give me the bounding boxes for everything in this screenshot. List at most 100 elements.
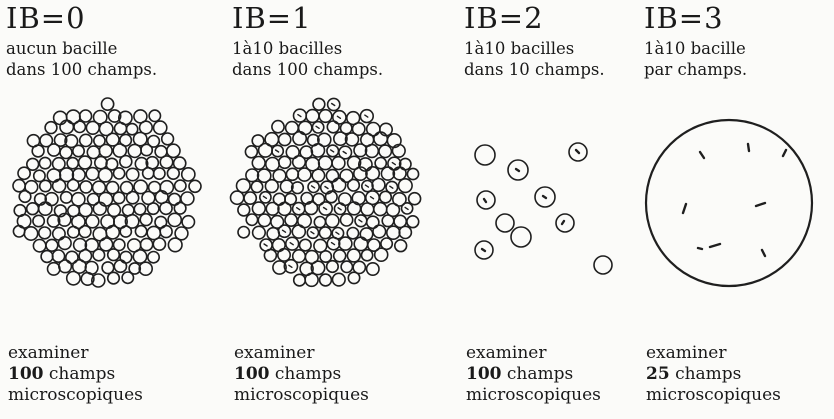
cell (102, 98, 114, 110)
bacillus (710, 244, 720, 247)
cell (362, 250, 373, 261)
cell (122, 272, 133, 283)
cell (80, 181, 92, 193)
cell (134, 204, 145, 215)
dense-cell-cluster-with-bacilli (226, 100, 434, 310)
cell (395, 240, 407, 252)
cell (80, 134, 92, 146)
bacillus (683, 204, 686, 213)
description-line: aucun bacille (6, 38, 157, 59)
cell (475, 145, 495, 165)
cell (41, 251, 53, 263)
cell (139, 262, 152, 275)
cell (265, 180, 278, 193)
cell (327, 121, 339, 133)
cell (375, 158, 386, 169)
cell (24, 227, 37, 240)
cell (306, 110, 319, 123)
instruction-tail: microscopiques (466, 385, 601, 406)
cell (32, 145, 44, 157)
panel-instruction: examiner 100 champs microscopiques (234, 343, 369, 406)
cell (293, 132, 306, 145)
cell (294, 274, 306, 286)
bacillus (762, 250, 765, 256)
bacillus (338, 208, 341, 210)
bacillus (359, 220, 362, 222)
panel-ib2: IB=2 1à10 bacilles dans 10 champs. exami… (458, 0, 666, 419)
bacillus (332, 243, 335, 245)
cell (182, 168, 195, 181)
cell (326, 214, 339, 227)
bacillus (700, 152, 704, 158)
cell (106, 226, 119, 239)
cell (40, 180, 51, 191)
cell (259, 144, 273, 158)
cell (379, 145, 391, 157)
cell (154, 168, 165, 179)
field-unit: champs (275, 364, 341, 384)
bacillus (756, 203, 765, 206)
cell (167, 144, 180, 157)
description-line: dans 10 champs. (464, 59, 605, 80)
cell (160, 156, 172, 168)
bacillus (316, 126, 319, 128)
cell (279, 133, 291, 145)
cell (168, 238, 182, 252)
cell (347, 228, 358, 239)
cell (361, 203, 374, 216)
cell (115, 123, 127, 135)
cell (387, 134, 401, 148)
cell (332, 157, 345, 170)
cell (86, 168, 99, 181)
description-line: dans 100 champs. (232, 59, 383, 80)
bacillus (337, 116, 340, 118)
cell (133, 250, 146, 263)
cell (305, 273, 318, 286)
cell (300, 239, 312, 251)
bacillus (484, 199, 486, 202)
cell (46, 239, 58, 251)
cell (238, 204, 250, 216)
cell (140, 214, 152, 226)
cell (154, 121, 167, 134)
cell (251, 181, 262, 192)
cell (168, 213, 181, 226)
cell (148, 252, 159, 263)
cell (59, 237, 72, 250)
cell (252, 202, 265, 215)
cell (48, 263, 60, 275)
cell (127, 192, 139, 204)
cell (556, 214, 574, 232)
cell (99, 192, 113, 206)
cell (267, 228, 279, 240)
cell (305, 202, 318, 215)
cell (327, 261, 339, 273)
cell (114, 260, 126, 272)
cell (319, 156, 332, 169)
bacillus (298, 115, 301, 117)
cell (279, 156, 291, 168)
panel-description: 1à10 bacille par champs. (644, 38, 747, 80)
cell (39, 157, 50, 168)
cell (285, 214, 297, 226)
cell (366, 145, 379, 158)
bacillus (297, 208, 300, 210)
bacillus (276, 150, 279, 152)
cell (409, 193, 421, 205)
cell (245, 146, 257, 158)
cell (120, 251, 132, 263)
bacillus (311, 232, 314, 234)
bacillus (312, 186, 315, 188)
cell (67, 158, 78, 169)
cell (511, 227, 531, 247)
cell (286, 168, 298, 180)
cell (347, 249, 360, 262)
cell (382, 215, 394, 227)
cell (160, 181, 173, 194)
cell (399, 179, 413, 193)
field-count: 100 (466, 364, 502, 384)
cell (99, 144, 112, 157)
cell (73, 145, 84, 156)
cell (135, 226, 146, 237)
